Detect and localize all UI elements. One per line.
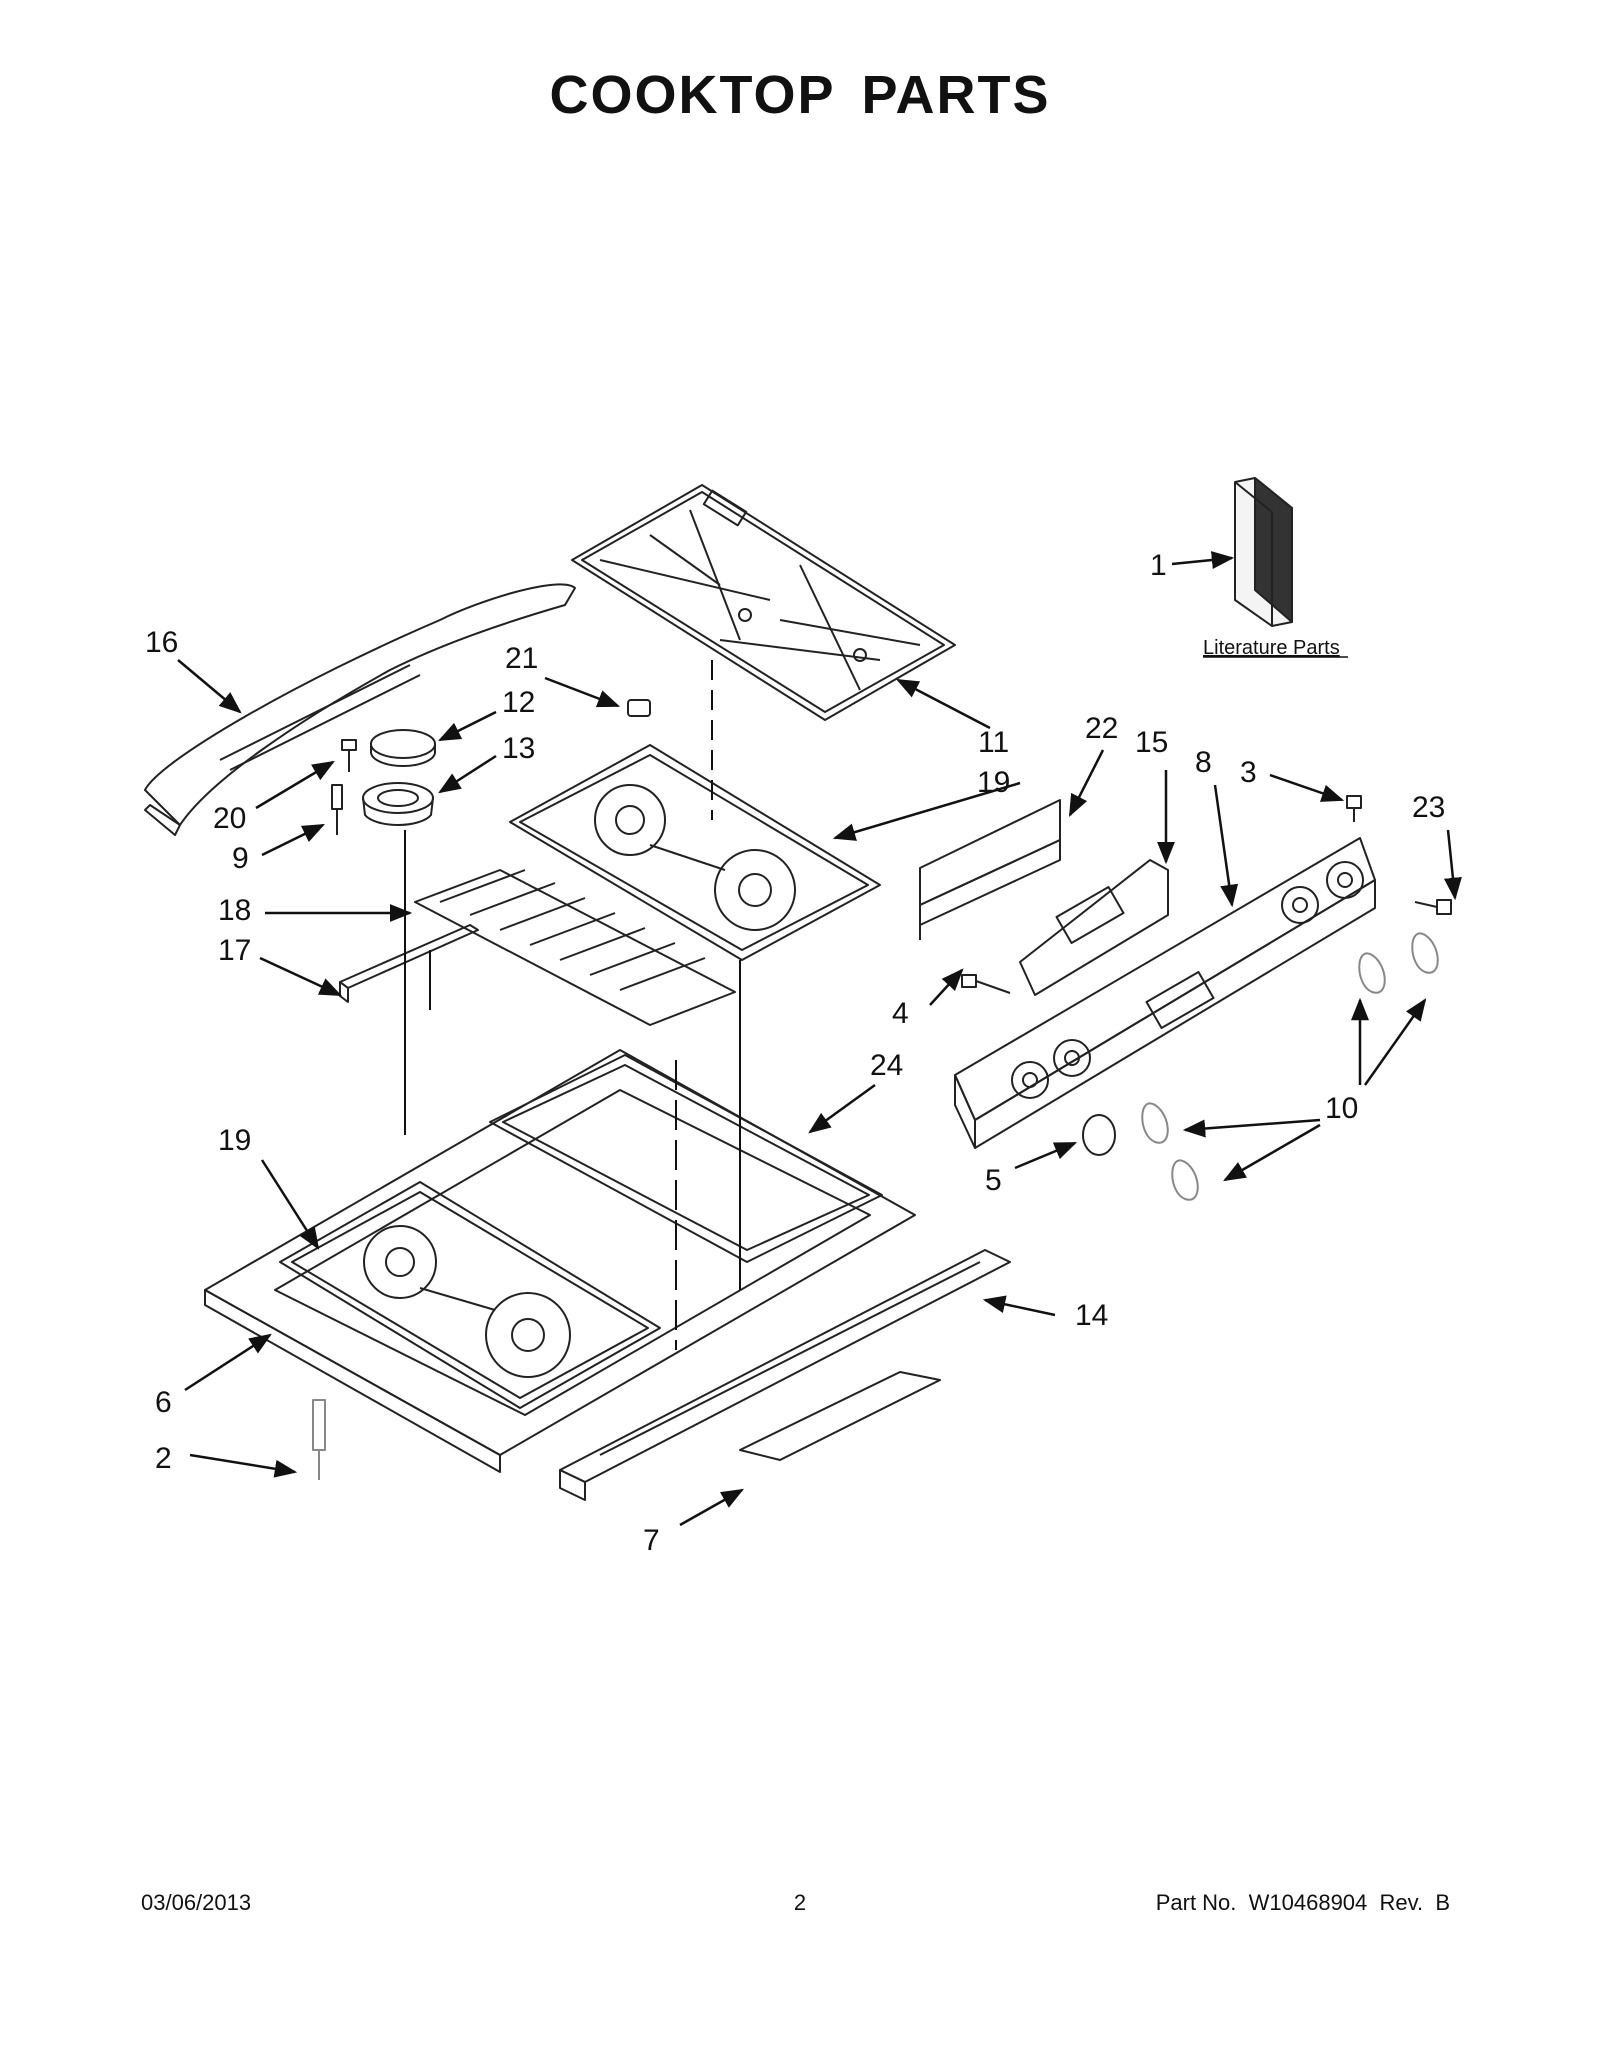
callout-20: 20 bbox=[213, 802, 246, 835]
leader-23 bbox=[1443, 829, 1462, 901]
leader-16 bbox=[177, 659, 242, 714]
leader-4 bbox=[929, 968, 964, 1006]
leader-3 bbox=[1269, 773, 1345, 802]
leader-10d bbox=[1223, 1123, 1321, 1182]
footer-part-number: Part No. W10468904 Rev. B bbox=[1155, 1890, 1450, 1915]
screw-3-part bbox=[1346, 795, 1362, 822]
callout-9: 9 bbox=[232, 842, 249, 875]
frame-24-part bbox=[489, 1054, 883, 1263]
leader-12 bbox=[437, 710, 497, 742]
burner-cap-edge bbox=[370, 744, 436, 767]
callout-5: 5 bbox=[985, 1164, 1002, 1197]
leader-8 bbox=[1213, 784, 1239, 908]
bracket-22-part bbox=[919, 799, 1061, 940]
leader-6 bbox=[184, 1333, 272, 1392]
footer-date: 03/06/2013 bbox=[141, 1890, 252, 1915]
leader-2 bbox=[189, 1453, 298, 1478]
callout-1: 1 bbox=[1150, 549, 1167, 582]
leader-13 bbox=[438, 754, 497, 794]
callout-18: 18 bbox=[218, 894, 251, 927]
control-board-part bbox=[1019, 859, 1169, 996]
screw-23-part bbox=[1414, 899, 1452, 915]
burner-box-part bbox=[414, 869, 736, 1026]
shield-part bbox=[739, 1371, 941, 1461]
callout-8: 8 bbox=[1195, 746, 1212, 779]
page-title: COOKTOP PARTS bbox=[549, 65, 1051, 125]
leader-5 bbox=[1014, 1141, 1078, 1170]
callout-24: 24 bbox=[870, 1049, 903, 1082]
support-bar-part bbox=[339, 924, 479, 1003]
leader-1 bbox=[1171, 551, 1235, 569]
leader-20 bbox=[255, 760, 335, 810]
burner-grate-part bbox=[571, 484, 956, 721]
callout-10: 10 bbox=[1325, 1092, 1358, 1125]
leader-9 bbox=[261, 823, 326, 857]
callout-14: 14 bbox=[1075, 1299, 1108, 1332]
leader-14 bbox=[982, 1295, 1056, 1317]
callout-15: 15 bbox=[1135, 726, 1168, 759]
leader-21 bbox=[544, 676, 621, 708]
callout-16: 16 bbox=[145, 626, 178, 659]
leader-11 bbox=[896, 678, 991, 730]
igniter-9-part bbox=[331, 784, 343, 835]
leader-19a bbox=[260, 1159, 320, 1250]
callout-2: 2 bbox=[155, 1442, 172, 1475]
callout-3: 3 bbox=[1240, 756, 1257, 789]
trim-strip-part bbox=[144, 583, 576, 836]
callout-23: 23 bbox=[1412, 791, 1445, 824]
cooktop-base-part bbox=[204, 1049, 916, 1473]
screw-4-part bbox=[961, 974, 1011, 994]
igniter-2-part bbox=[312, 1399, 326, 1480]
leader-10b bbox=[1363, 998, 1427, 1086]
callout-19-lower: 19 bbox=[218, 1124, 251, 1157]
burner-tray-lower-part bbox=[279, 1181, 661, 1409]
screw-20-part bbox=[341, 739, 357, 772]
callout-7: 7 bbox=[643, 1524, 660, 1557]
callout-22: 22 bbox=[1085, 712, 1118, 745]
callout-4: 4 bbox=[892, 997, 909, 1030]
burner-cap-part bbox=[370, 729, 436, 759]
callout-17: 17 bbox=[218, 934, 251, 967]
leader-19b bbox=[832, 781, 1021, 841]
callout-11: 11 bbox=[978, 726, 1009, 759]
o-ring-part bbox=[1082, 1114, 1116, 1156]
literature-book-part bbox=[1234, 477, 1293, 627]
burner-tray-upper-part bbox=[509, 744, 881, 961]
rail-part bbox=[559, 1249, 1011, 1501]
burner-base-part bbox=[362, 782, 434, 827]
callout-13: 13 bbox=[502, 732, 535, 765]
clip-part bbox=[627, 699, 651, 717]
leader-17 bbox=[259, 956, 343, 997]
leader-24 bbox=[808, 1083, 876, 1134]
control-panel-part bbox=[954, 837, 1376, 1149]
knobs-part bbox=[1141, 932, 1439, 1201]
leader-10c bbox=[1182, 1118, 1321, 1138]
callout-12: 12 bbox=[502, 686, 535, 719]
footer-page-number: 2 bbox=[793, 1890, 807, 1915]
callout-6: 6 bbox=[155, 1386, 172, 1419]
callout-19-upper: 19 bbox=[977, 766, 1010, 799]
leader-7 bbox=[679, 1488, 744, 1527]
literature-parts-label: Literature Parts bbox=[1203, 637, 1340, 659]
leader-22 bbox=[1068, 749, 1105, 818]
callout-21: 21 bbox=[505, 642, 538, 675]
